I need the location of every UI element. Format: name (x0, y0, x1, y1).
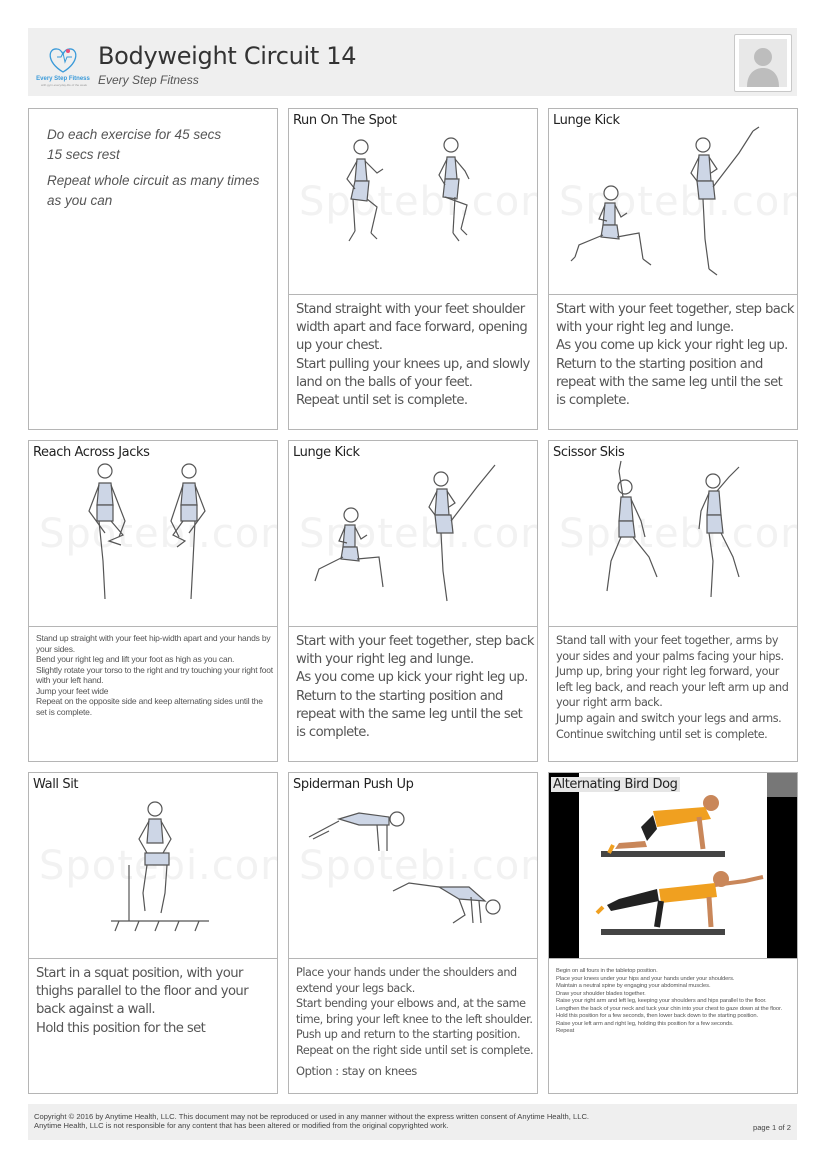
user-silhouette-icon (739, 39, 787, 87)
exercise-card[interactable]: Spotebi.com Wall Sit Start in a squat po… (28, 772, 278, 1094)
exercise-name: Alternating Bird Dog (551, 777, 680, 792)
exercise-illustration: Spotebi.com (289, 773, 537, 959)
watermark: Spotebi.com (559, 511, 797, 557)
exercise-illustration: Spotebi.com (29, 773, 277, 959)
exercise-description: Stand tall with your feet together, arms… (556, 634, 789, 741)
exercise-card[interactable]: Spotebi.com Spiderman Push Up Place your… (288, 772, 538, 1094)
photo-strip (767, 773, 797, 797)
header: Every Step Fitness with gym-everyday-lif… (28, 28, 797, 96)
bird-dog-photo-icon (595, 795, 764, 935)
exercise-illustration: Spotebi.com (289, 109, 537, 295)
exercise-description: Place your hands under the shoulders and… (296, 966, 534, 1057)
exercise-card[interactable]: Spotebi.com Lunge Kick Start with your f… (288, 440, 538, 762)
copyright-text: Copyright © 2016 by Anytime Health, LLC.… (34, 1112, 590, 1121)
disclaimer-text: Anytime Health, LLC is not responsible f… (34, 1121, 449, 1130)
watermark: Spotebi.com (39, 843, 277, 889)
exercise-name: Lunge Kick (553, 113, 620, 128)
exercise-name: Wall Sit (33, 777, 79, 792)
page-number: page 1 of 2 (752, 1123, 791, 1132)
exercise-description: Start with your feet together, step back… (556, 302, 794, 409)
page-subtitle: Every Step Fitness (98, 73, 199, 87)
intro-repeat: Repeat whole circuit as many times as yo… (47, 173, 260, 208)
exercise-description: Start with your feet together, step back… (296, 634, 534, 741)
reach-across-jacks-figure-icon (88, 463, 206, 600)
footer: Copyright © 2016 by Anytime Health, LLC.… (28, 1104, 797, 1140)
exercise-description: Stand up straight with your feet hip-wid… (36, 633, 273, 717)
exercise-card[interactable]: Spotebi.com Run On The Spot Stand straig… (288, 108, 538, 430)
spiderman-push-up-figure-icon (308, 811, 501, 924)
watermark: Spotebi.com (299, 179, 537, 225)
watermark: Spotebi.com (559, 179, 797, 225)
lunge-kick-figure-icon (570, 126, 760, 276)
run-on-spot-figure-icon (346, 137, 470, 242)
exercise-card[interactable]: Spotebi.com Scissor Skis Stand tall with… (548, 440, 798, 762)
page-title: Bodyweight Circuit 14 (98, 42, 357, 70)
exercise-illustration: Spotebi.com (549, 441, 797, 627)
exercise-illustration: Spotebi.com (549, 109, 797, 295)
photo-frame (579, 773, 767, 958)
lunge-kick-figure-icon (314, 464, 496, 602)
exercise-card[interactable]: Spotebi.com Reach Across Jacks Stand up … (28, 440, 278, 762)
exercise-name: Reach Across Jacks (33, 445, 150, 460)
watermark: Spotebi.com (299, 843, 537, 889)
heart-logo-icon (49, 48, 77, 73)
wall-sit-figure-icon (111, 801, 209, 932)
exercise-description: Start in a squat position, with your thi… (36, 966, 249, 1036)
exercise-card[interactable]: Spotebi.com Lunge Kick Start with your f… (548, 108, 798, 430)
exercise-name: Run On The Spot (293, 113, 397, 128)
exercise-name: Lunge Kick (293, 445, 360, 460)
watermark: Spotebi.com (299, 511, 537, 557)
logo-tagline: with gym-everyday-life of the week (40, 83, 88, 87)
exercise-illustration: Spotebi.com (29, 441, 277, 627)
exercise-description: Begin on all fours in the tabletop posit… (556, 968, 783, 1034)
exercise-name: Scissor Skis (553, 445, 625, 460)
exercise-illustration: Spotebi.com (289, 441, 537, 627)
intro-card: Do each exercise for 45 secs 15 secs res… (28, 108, 278, 430)
intro-timing: Do each exercise for 45 secs 15 secs res… (47, 127, 222, 162)
exercise-option: Option : stay on knees (296, 1064, 417, 1078)
exercise-description: Stand straight with your feet shoulder w… (296, 302, 530, 409)
logo: Every Step Fitness with gym-everyday-lif… (32, 42, 94, 87)
exercise-name: Spiderman Push Up (293, 777, 414, 792)
exercise-card[interactable]: Alternating Bird Dog Begin on all fours … (548, 772, 798, 1094)
avatar[interactable] (734, 34, 792, 92)
watermark: Spotebi.com (39, 511, 277, 557)
scissor-skis-figure-icon (606, 460, 740, 598)
logo-text: Every Step Fitness (36, 76, 90, 82)
exercise-photo (549, 773, 797, 959)
